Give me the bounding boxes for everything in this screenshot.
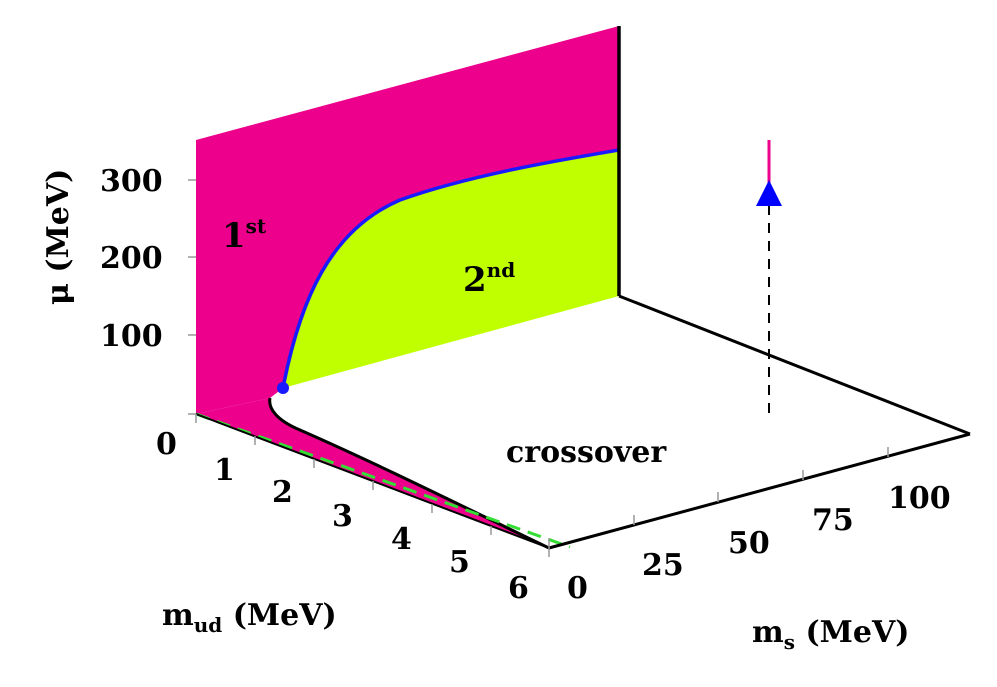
ms-tick-25: 25: [642, 548, 684, 583]
first-order-label: 1st: [222, 214, 267, 256]
mud-title-main: m: [162, 598, 194, 633]
ms-title-main: m: [752, 615, 784, 650]
mud-tick-3: 3: [332, 499, 353, 534]
crossover-label: crossover: [506, 435, 667, 470]
ms-tick-0: 0: [567, 571, 588, 606]
ms-tick-75: 75: [812, 503, 854, 538]
ms-title-unit: (MeV): [795, 615, 909, 650]
mud-tick-5: 5: [449, 545, 470, 580]
arrow-head: [756, 180, 782, 206]
ms-tick-50: 50: [728, 526, 770, 561]
second-order-label: 2nd: [463, 258, 515, 300]
ms-axis-title: ms (MeV): [752, 615, 909, 654]
mu-axis-ticks: [188, 179, 196, 415]
mud-title-sub: ud: [194, 613, 223, 637]
second-order-region: [283, 150, 619, 388]
mu-tick-300: 300: [100, 164, 163, 199]
mud-tick-4: 4: [391, 522, 412, 557]
floor-first-order-wedge: [196, 398, 549, 548]
dashed-line: [195, 412, 571, 549]
ms-axis-ticks: [548, 447, 889, 548]
mud-tick-6: 6: [508, 571, 529, 606]
mud-tick-1: 1: [214, 453, 235, 488]
mu-tick-200: 200: [100, 241, 163, 276]
ms-tick-100: 100: [888, 481, 951, 516]
mud-title-unit: (MeV): [222, 598, 336, 633]
mud-axis-ticks: [195, 414, 550, 557]
ms-title-sub: s: [784, 630, 795, 654]
floor-edge-ms: [548, 432, 971, 550]
mud-axis-title: mud (MeV): [162, 598, 337, 637]
mud-tick-0: 0: [156, 427, 177, 462]
mu-axis-title: μ (MeV): [41, 169, 76, 305]
floor-edge-back: [618, 294, 971, 436]
critical-point: [277, 382, 289, 394]
mud-tick-2: 2: [272, 475, 293, 510]
mu-tick-100: 100: [100, 319, 163, 354]
critical-line: [281, 148, 620, 389]
